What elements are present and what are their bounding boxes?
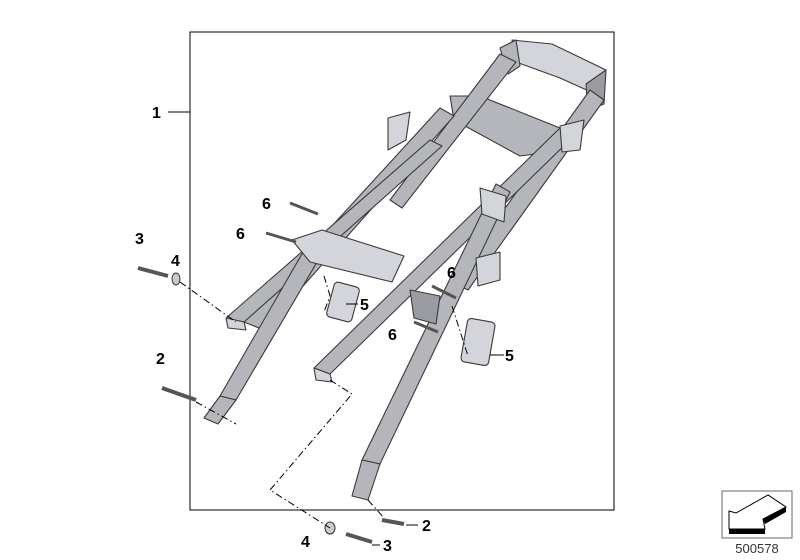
callout-5[interactable]: 5 [505, 348, 514, 365]
callout-6[interactable]: 6 [262, 196, 271, 213]
reference-number: 500578 [735, 541, 778, 556]
callout-1[interactable]: 1 [152, 105, 161, 122]
callout-6[interactable]: 6 [388, 327, 397, 344]
assembly-border [189, 31, 615, 511]
rear-frame-drawing [137, 39, 607, 544]
arrow-direction-icon [721, 490, 793, 539]
callout-3[interactable]: 3 [135, 231, 144, 248]
callout-5[interactable]: 5 [360, 297, 369, 314]
callout-2[interactable]: 2 [422, 518, 431, 535]
callout-6[interactable]: 6 [447, 265, 456, 282]
callout-2[interactable]: 2 [156, 351, 165, 368]
callout-4[interactable]: 4 [301, 534, 310, 551]
assembly-lines [179, 275, 469, 529]
callout-3[interactable]: 3 [383, 538, 392, 555]
callout-6[interactable]: 6 [236, 226, 245, 243]
callout-4[interactable]: 4 [171, 253, 180, 270]
